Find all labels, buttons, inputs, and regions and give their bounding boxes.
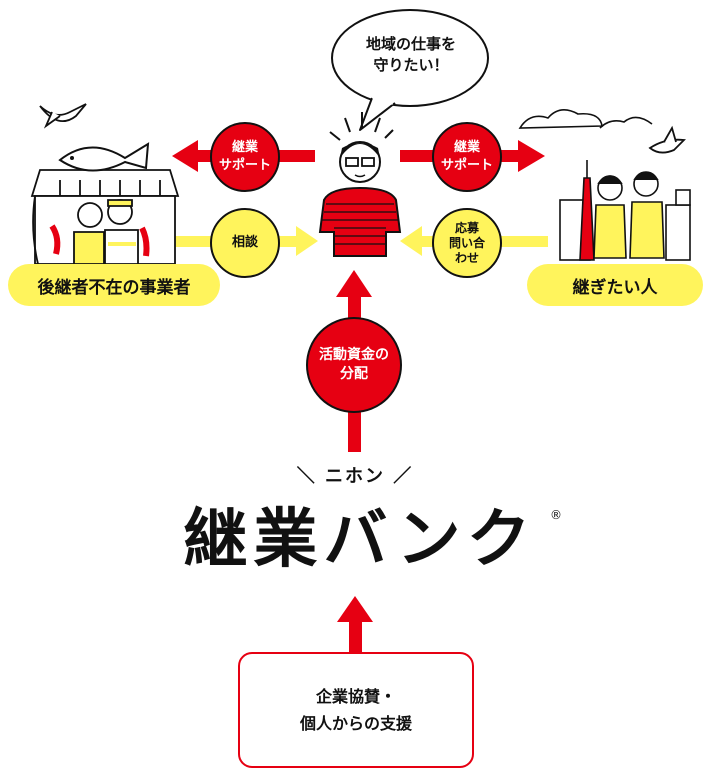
support-box: 企業協賛・ 個人からの支援 (238, 652, 474, 768)
funding-circle: 活動資金の 分配 (306, 317, 402, 413)
logo-tagline: ＼ ニホン ／ (296, 466, 414, 487)
emphasis-lines-icon (329, 112, 394, 141)
bird-icon-left (39, 103, 87, 129)
bird-icon-right (648, 125, 686, 154)
bottom-red-arrow (337, 596, 373, 655)
speech-bubble-shape (331, 9, 489, 131)
city-illustration (559, 160, 691, 261)
successor-label: 継ぎたい人 (527, 264, 703, 306)
registered-mark: ® (550, 508, 562, 522)
speech-bubble-text: 地域の仕事を 守りたい！ (365, 35, 456, 74)
shop-illustration (30, 169, 180, 265)
logo-name: 継業バンク (183, 503, 537, 577)
left-support-circle: 継業 サポート (210, 122, 280, 192)
consultation-circle: 相談 (210, 208, 280, 278)
person-illustration (318, 141, 402, 257)
fish-icon (58, 142, 150, 172)
business-owner-label: 後継者不在の事業者 (8, 264, 220, 306)
inquiry-circle: 応募 問い合 わせ (432, 208, 502, 278)
right-support-circle: 継業 サポート (432, 122, 502, 192)
cloud-icon (518, 109, 653, 129)
